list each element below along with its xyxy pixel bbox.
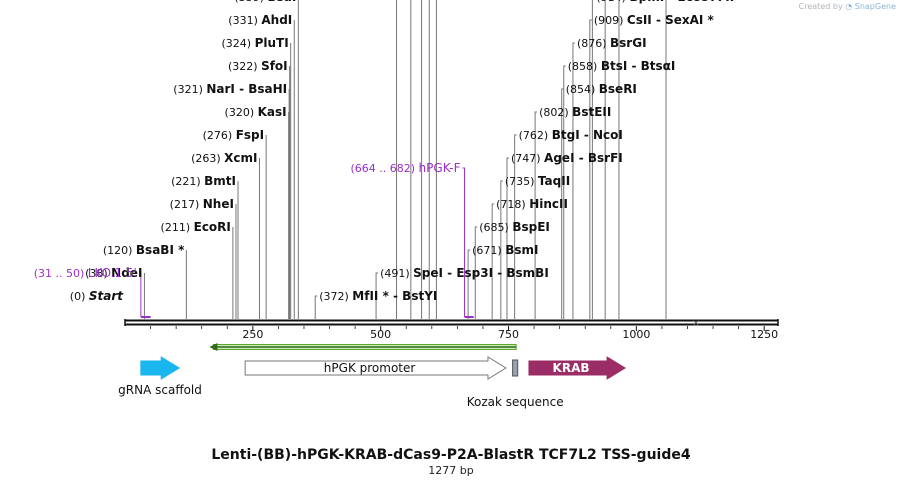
site-label-bsmi[interactable]: (671) BsmI bbox=[472, 243, 538, 257]
ruler: 250 500 750 1000 1250 bbox=[150, 326, 778, 341]
site-label-taqii[interactable]: (735) TaqII bbox=[505, 174, 570, 188]
selection-bar[interactable] bbox=[209, 343, 517, 351]
site-label-pluti[interactable]: (324) PluTI bbox=[221, 36, 288, 50]
site-label-ndei[interactable]: (38) NdeI bbox=[85, 266, 142, 280]
site-leader bbox=[435, 0, 437, 319]
site-label-nhei[interactable]: (217) NheI bbox=[170, 197, 234, 211]
feature-hpgk-promoter[interactable] bbox=[244, 356, 507, 380]
backbone-break-mark: × bbox=[692, 318, 700, 329]
site-label-ahdi[interactable]: (331) AhdI bbox=[228, 13, 292, 27]
credit-name: SnapGene bbox=[854, 2, 896, 11]
site-label-agei-bsrfi[interactable]: (747) AgeI - BsrFI bbox=[511, 151, 623, 165]
primer-leader bbox=[138, 272, 142, 317]
credit-prefix: Created by bbox=[798, 2, 843, 11]
site-label-spei-esp3i-bsmbi[interactable]: (491) SpeI - Esp3I - BsmBI bbox=[380, 266, 549, 280]
site-label-nari-bsahi[interactable]: (321) NarI - BsaHI bbox=[173, 82, 287, 96]
ruler-tick-label: 750 bbox=[498, 328, 519, 341]
ruler-tick-label: 250 bbox=[242, 328, 263, 341]
feature-grna-scaffold[interactable] bbox=[140, 356, 181, 380]
site-label-start[interactable]: (0) Start bbox=[70, 289, 124, 303]
site-leader bbox=[421, 0, 423, 319]
snapgene-logo-icon: ◔ bbox=[845, 2, 853, 11]
ruler-tick-label: 1000 bbox=[622, 328, 650, 341]
feature-grna-scaffold-label: gRNA scaffold bbox=[118, 383, 202, 397]
site-labels: (0) Start (38) NdeI (120) BsaBI * (211) Eco… bbox=[34, 0, 734, 303]
site-leader bbox=[591, 0, 593, 319]
site-label-bmti[interactable]: (221) BmtI bbox=[171, 174, 236, 188]
feature-kozak-sequence-label: Kozak sequence bbox=[467, 395, 564, 409]
snapgene-credit: Created by ◔ SnapGene bbox=[799, 2, 896, 11]
site-label-fspi[interactable]: (276) FspI bbox=[203, 128, 264, 142]
site-leader bbox=[563, 65, 566, 319]
site-leader bbox=[396, 0, 398, 319]
site-label-bspei[interactable]: (685) BspEI bbox=[479, 220, 550, 234]
primer-label-lko-1-5[interactable]: (31 .. 50) LKO.1 5' bbox=[34, 266, 137, 280]
feature-krab[interactable] bbox=[528, 356, 627, 380]
site-label-bsrgi[interactable]: (876) BsrGI bbox=[577, 36, 647, 50]
site-leader bbox=[467, 249, 471, 319]
site-leader bbox=[474, 226, 478, 319]
site-label-sfoi[interactable]: (322) SfoI bbox=[228, 59, 288, 73]
sequence-backbone: × bbox=[124, 318, 779, 329]
primer-leader bbox=[462, 167, 466, 317]
site-leader bbox=[589, 19, 592, 319]
site-leader bbox=[572, 42, 575, 319]
feature-hpgk-promoter-label: hPGK promoter bbox=[324, 361, 416, 375]
site-leader bbox=[500, 180, 503, 319]
site-leader bbox=[410, 0, 412, 319]
site-label-bseri[interactable]: (854) BseRI bbox=[566, 82, 637, 96]
map-title: Lenti-(BB)-hPGK-KRAB-dCas9-P2A-BlastR TC… bbox=[211, 447, 691, 463]
site-label-kasi[interactable]: (320) KasI bbox=[225, 105, 287, 119]
site-label-bpmi-eco57mi[interactable]: (914) BpmI - Eco57MI bbox=[596, 0, 734, 4]
ruler-tick-label: 500 bbox=[370, 328, 391, 341]
site-leader bbox=[665, 0, 667, 319]
site-label-hincii[interactable]: (718) HincII bbox=[496, 197, 568, 211]
site-label-bsabi[interactable]: (120) BsaBI * bbox=[103, 243, 185, 257]
site-leader bbox=[561, 88, 564, 319]
site-label-btgi-ncoi[interactable]: (762) BtgI - NcoI bbox=[519, 128, 623, 142]
site-leader bbox=[506, 157, 509, 319]
site-label-csii-sexai[interactable]: (909) CsII - SexAI * bbox=[594, 13, 715, 27]
site-leader bbox=[314, 295, 318, 319]
site-leader bbox=[428, 0, 430, 319]
site-leader bbox=[534, 111, 538, 319]
site-label-xcmi[interactable]: (263) XcmI bbox=[191, 151, 257, 165]
site-leader-lines bbox=[138, 0, 667, 319]
map-length: 1277 bp bbox=[428, 464, 474, 477]
site-leader bbox=[618, 0, 620, 319]
primer-label-hpgk-f[interactable]: (664 .. 682) hPGK-F bbox=[350, 161, 460, 175]
ruler-tick-label: 1250 bbox=[750, 328, 778, 341]
site-leader bbox=[375, 272, 379, 319]
site-label-bsteii[interactable]: (802) BstEII bbox=[539, 105, 611, 119]
site-leader bbox=[491, 203, 495, 319]
site-leader bbox=[604, 0, 606, 319]
site-leader bbox=[514, 134, 517, 319]
site-label-ecori[interactable]: (211) EcoRI bbox=[161, 220, 231, 234]
site-label-mfii-bstyi[interactable]: (372) MfII * - BstYI bbox=[319, 289, 437, 303]
site-label-bsai[interactable]: (339) BsaI bbox=[234, 0, 296, 4]
site-label-btsi-bts-i[interactable]: (858) BtsI - BtsαI bbox=[568, 59, 676, 73]
selection-arrow-icon bbox=[209, 343, 218, 351]
feature-kozak-sequence[interactable] bbox=[512, 359, 519, 377]
feature-krab-label: KRAB bbox=[553, 361, 590, 375]
